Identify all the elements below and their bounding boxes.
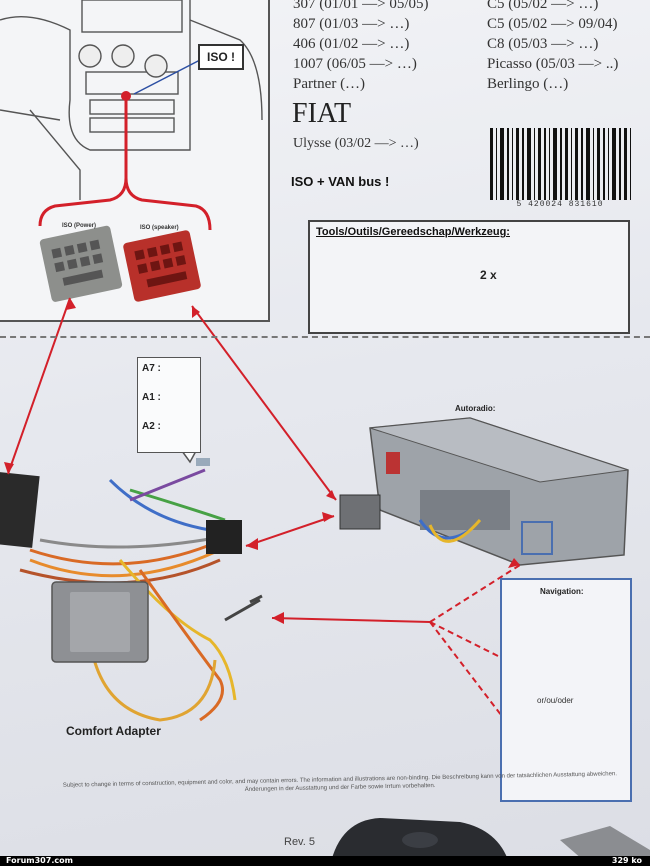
fiat-model: Ulysse (03/02 —> …) — [293, 136, 419, 151]
comfort-adapter-label: Comfort Adapter — [66, 724, 161, 738]
iso-speaker-label: ISO (speaker) — [140, 225, 179, 231]
revision-label: Rev. 5 — [284, 836, 315, 848]
tools-title: Tools/Outils/Gereedschap/Werkzeug: — [316, 226, 510, 238]
tools-quantity: 2 x — [480, 268, 497, 282]
legend-box: A7 : A1 : A2 : — [137, 357, 201, 453]
navigation-label: Navigation: — [540, 587, 584, 596]
footer-source: Forum307.com — [6, 856, 73, 865]
comfort-adapter-box — [51, 581, 149, 663]
or-label: or/ou/oder — [537, 696, 574, 705]
legend-a1: A1 : — [142, 392, 161, 403]
bus-note: ISO + VAN bus ! — [291, 174, 390, 189]
legend-a7: A7 : — [142, 363, 161, 374]
navigation-box — [500, 578, 632, 802]
legend-a2: A2 : — [142, 421, 161, 432]
cut-line — [0, 336, 650, 338]
citroen-models: C5 (05/02 —> …) C5 (05/02 —> 09/04) C8 (… — [487, 0, 618, 94]
iso-power-label: ISO (Power) — [62, 223, 97, 229]
barcode-number: 5 420024 831610 — [516, 200, 604, 209]
model-item: 406 (01/02 —> …) — [293, 36, 410, 52]
model-item: Berlingo (…) — [487, 76, 569, 92]
model-item: 307 (01/01 —> 05/05) — [293, 0, 429, 12]
model-item: Partner (…) — [293, 76, 366, 92]
model-item: C5 (05/02 —> …) — [487, 0, 599, 12]
iso-tag: ISO ! — [198, 44, 244, 70]
brand-heading: FIAT — [292, 98, 352, 129]
tools-box — [308, 220, 630, 334]
peugeot-models: 307 (01/01 —> 05/05) 807 (01/03 —> …) 40… — [293, 0, 429, 94]
model-item: 807 (01/03 —> …) — [293, 16, 410, 32]
iso-speaker-connector — [123, 230, 201, 302]
footer-size: 329 ko — [611, 856, 642, 865]
barcode — [490, 128, 631, 200]
radio-iso-plug — [339, 494, 381, 530]
model-item: C8 (05/03 —> …) — [487, 36, 599, 52]
footer-bar — [0, 856, 650, 866]
model-item: 1007 (06/05 —> …) — [293, 56, 417, 72]
autoradio-label: Autoradio: — [455, 404, 496, 413]
iso-power-connector — [39, 225, 123, 302]
model-item: Picasso (05/03 —> ..) — [487, 56, 619, 72]
autoradio-unit — [369, 417, 629, 566]
model-item: C5 (05/02 —> 09/04) — [487, 16, 618, 32]
